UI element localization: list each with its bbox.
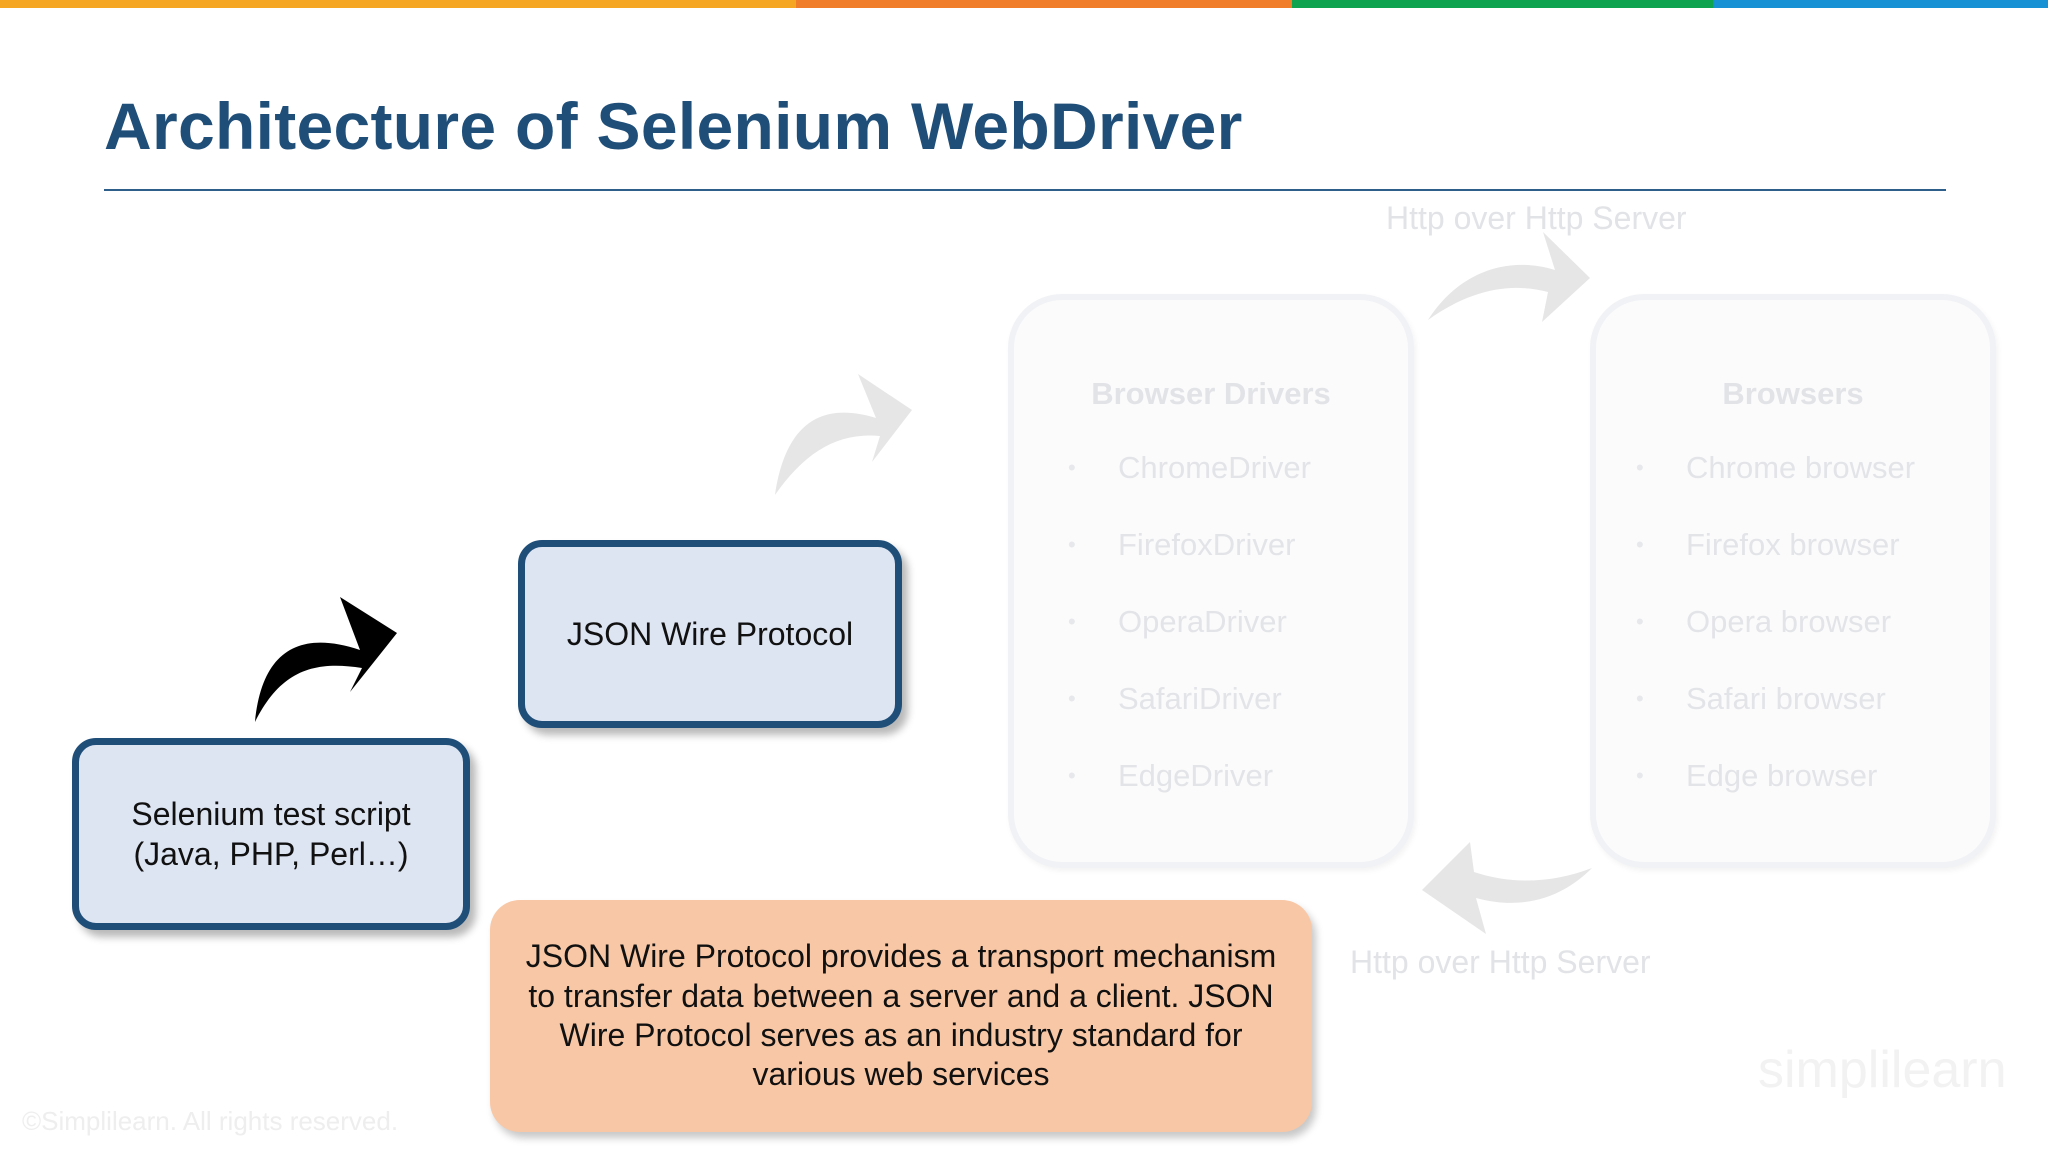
list-item-label: OperaDriver (1118, 604, 1287, 639)
list-item-label: ChromeDriver (1118, 450, 1311, 485)
list-item: OperaDriver (1066, 604, 1311, 681)
top-accent-bar (0, 0, 2048, 8)
json-wire-protocol-label: JSON Wire Protocol (566, 616, 854, 652)
list-item-label: Opera browser (1686, 604, 1892, 639)
description-line-1: JSON Wire Protocol provides a transport … (525, 938, 1277, 975)
list-item-label: EdgeDriver (1118, 758, 1274, 793)
list-item: FirefoxDriver (1066, 527, 1311, 604)
test-script-line-1: Selenium test script (131, 796, 411, 832)
http-label-top: Http over Http Server (1386, 200, 1687, 236)
http-label-bottom: Http over Http Server (1350, 944, 1651, 980)
description-line-3: Wire Protocol serves as an industry stan… (559, 1017, 1243, 1053)
faded-curved-arrow-icon (1422, 842, 1592, 934)
brand-logo: simplilearn (1758, 1041, 2007, 1099)
curved-arrow-icon (255, 597, 397, 722)
browser-drivers-list: ChromeDriver FirefoxDriver OperaDriver S… (1066, 450, 1311, 835)
browser-drivers-heading: Browser Drivers (1091, 376, 1331, 411)
accent-segment-dark-orange (796, 0, 1292, 8)
copyright-text: ©Simplilearn. All rights reserved. (22, 1106, 399, 1136)
list-item-label: Firefox browser (1686, 527, 1900, 562)
list-item-label: SafariDriver (1118, 681, 1282, 716)
list-item-label: Edge browser (1686, 758, 1878, 793)
list-item: Firefox browser (1634, 527, 1915, 604)
list-item: Safari browser (1634, 681, 1915, 758)
list-item: Opera browser (1634, 604, 1915, 681)
list-item-label: Chrome browser (1686, 450, 1916, 485)
selenium-test-script-box: Selenium test script (Java, PHP, Perl…) (72, 738, 470, 930)
description-line-2: to transfer data between a server and a … (528, 977, 1274, 1014)
browsers-list: Chrome browser Firefox browser Opera bro… (1634, 450, 1915, 835)
list-item: Chrome browser (1634, 450, 1915, 527)
browsers-heading: Browsers (1722, 376, 1864, 411)
accent-segment-blue (1713, 0, 2048, 8)
list-item: ChromeDriver (1066, 450, 1311, 527)
browsers-panel: Browsers Chrome browser Firefox browser … (1590, 294, 1996, 868)
accent-segment-orange (0, 0, 796, 8)
title-divider (104, 189, 1946, 191)
list-item-label: Safari browser (1686, 681, 1886, 716)
faded-curved-arrow-icon (775, 374, 912, 495)
json-wire-protocol-box: JSON Wire Protocol (518, 540, 902, 728)
list-item: Edge browser (1634, 758, 1915, 835)
description-callout: JSON Wire Protocol provides a transport … (490, 900, 1312, 1132)
slide-title: Architecture of Selenium WebDriver (104, 89, 1243, 163)
faded-curved-arrow-icon (1428, 232, 1590, 322)
browser-drivers-panel: Browser Drivers ChromeDriver FirefoxDriv… (1008, 294, 1414, 868)
description-line-4: various web services (752, 1056, 1050, 1093)
list-item: EdgeDriver (1066, 758, 1311, 835)
list-item-label: FirefoxDriver (1118, 527, 1296, 562)
accent-segment-green (1292, 0, 1713, 8)
test-script-line-2: (Java, PHP, Perl…) (133, 836, 409, 872)
list-item: SafariDriver (1066, 681, 1311, 758)
